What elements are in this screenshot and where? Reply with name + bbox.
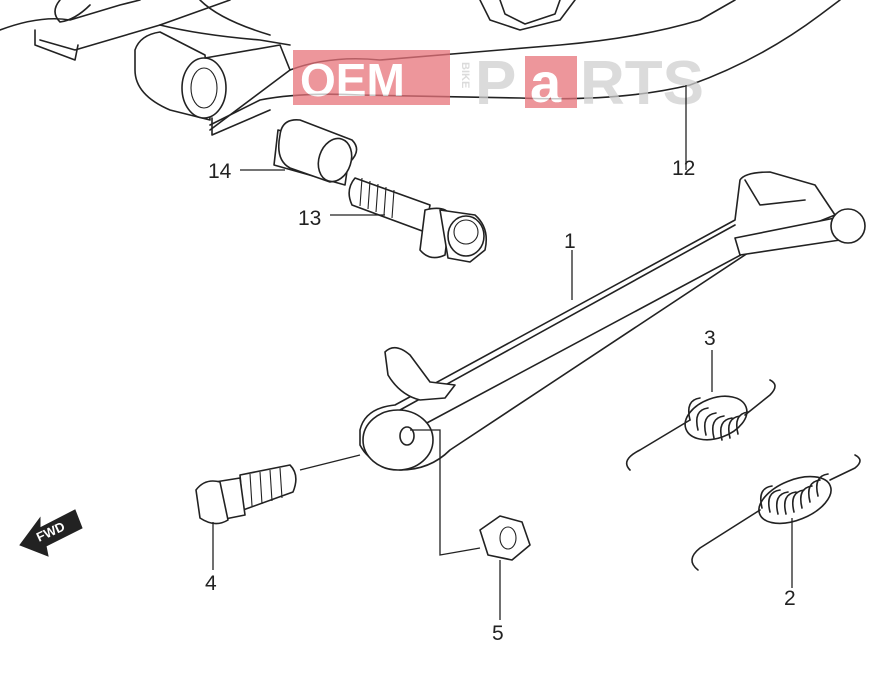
callout-2: 2 bbox=[784, 587, 796, 610]
callout-1: 1 bbox=[564, 230, 576, 253]
pivot-bolt-part bbox=[195, 454, 361, 525]
forward-direction-arrow: FWD bbox=[19, 509, 83, 557]
watermark-p-text: P bbox=[475, 49, 516, 118]
callout-13: 13 bbox=[298, 207, 321, 230]
side-stand-part bbox=[359, 171, 866, 471]
spacer-collar-part bbox=[273, 118, 358, 186]
watermark-rts-text: RTS bbox=[580, 49, 704, 118]
lower-spring-part bbox=[691, 454, 861, 571]
watermark-a-text: a bbox=[530, 51, 562, 114]
callout-14: 14 bbox=[208, 160, 232, 183]
watermark-oem-text: OEM bbox=[300, 54, 405, 106]
callout-4: 4 bbox=[205, 572, 217, 595]
callout-5: 5 bbox=[492, 622, 504, 645]
watermark-logo: OEM BIKE P a RTS bbox=[293, 49, 704, 118]
leader-lines bbox=[212, 85, 793, 620]
callout-12: 12 bbox=[672, 157, 695, 180]
watermark-bike-text: BIKE bbox=[459, 62, 471, 88]
frame-bolt-part bbox=[348, 177, 488, 263]
upper-spring-part bbox=[625, 379, 776, 471]
callout-numbers: 1 2 3 4 5 12 13 14 bbox=[205, 157, 796, 645]
callout-3: 3 bbox=[704, 327, 716, 350]
nut-part bbox=[410, 429, 531, 561]
